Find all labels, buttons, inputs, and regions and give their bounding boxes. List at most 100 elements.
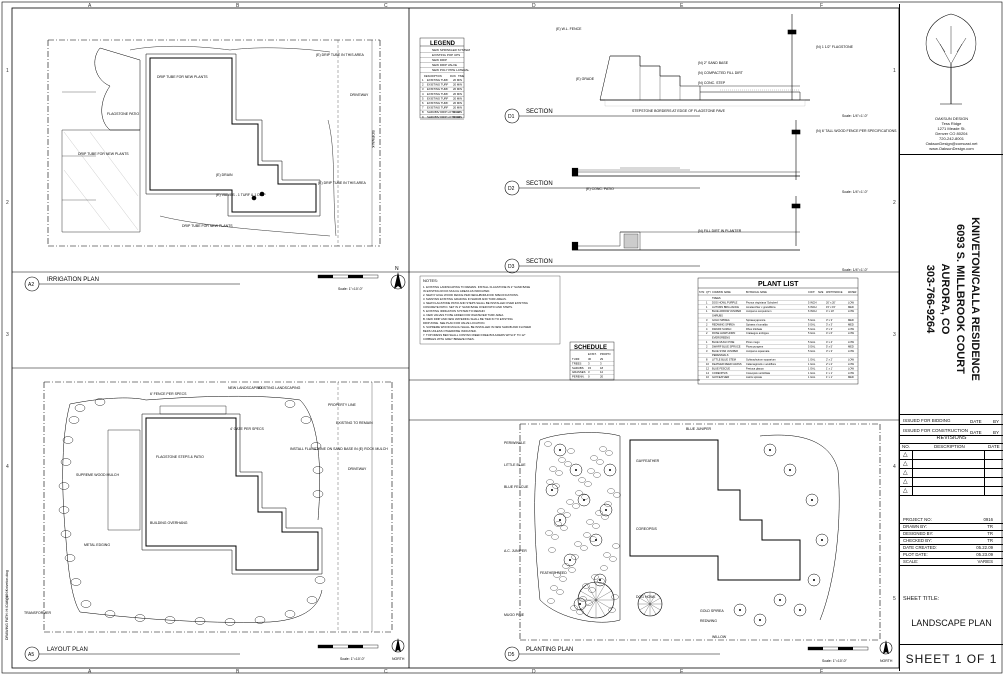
schedule-cell: 15	[588, 366, 592, 370]
firm-city: Denver CO 80204	[935, 131, 968, 136]
issued-bidding-by-label: BY	[993, 419, 1000, 424]
shrub-icon	[805, 493, 819, 507]
planting-label-mugo-pine: MUGO PINE	[504, 613, 525, 617]
legend-zone-time: 20 MIN	[453, 106, 462, 110]
rock-icon	[567, 448, 575, 454]
layout-callout-property-line: PROPERTY LINE	[328, 403, 357, 407]
tree-branch	[649, 597, 661, 605]
tree-logo-icon	[925, 13, 977, 105]
tree-branch	[595, 599, 606, 616]
planting-label-dog-howl: DOG HOWL	[636, 595, 655, 599]
plant-row-cell: ROSE HAWTHORN	[712, 331, 735, 335]
plant-row-cell: 5 GAL	[808, 344, 816, 348]
shrub-icon	[577, 493, 591, 507]
plant-row-cell: 5 GAL	[808, 318, 816, 322]
project-detail-row: SCALE:VARIES	[900, 558, 1003, 566]
rock-icon	[580, 545, 588, 551]
plant-row-cell: MED	[848, 375, 854, 379]
plant-row-cell: 12	[706, 366, 709, 370]
legend-header-cell: RUN	[450, 74, 456, 78]
rock-icon	[548, 547, 556, 553]
layout-callout-transformer: TRANSFORMER	[24, 611, 52, 615]
plant-row-cell: 20' x 20'	[826, 300, 836, 304]
layout-code: A5	[28, 652, 34, 658]
shrub-center-icon	[759, 619, 761, 621]
rev-col-date: DATE	[988, 444, 1000, 449]
boulders-layout	[58, 398, 326, 626]
legend-zone-number: 2	[422, 83, 424, 87]
plant-row-cell: LITTLE BLUE STEM	[712, 358, 736, 362]
project-detail-row: PROJECT NO:0916	[900, 516, 1003, 524]
schedule-cell: 0	[588, 375, 590, 379]
plant-row-cell: 10	[706, 375, 709, 379]
tree-branch	[639, 597, 651, 605]
project-detail-label: SCALE:	[903, 559, 919, 564]
shrub-center-icon	[609, 469, 611, 471]
boulder-icon	[300, 416, 312, 424]
notes-lines: 1. EXISTING LANDSCAPING TO REMAIN. INSTA…	[423, 285, 531, 341]
sheet-title: LANDSCAPE PLAN	[911, 618, 992, 628]
plant-row-cell: 3' x 3'	[826, 322, 833, 326]
firm-name: OAKSUN DESIGN	[934, 116, 969, 121]
notes-line: 1. EXISTING LANDSCAPING TO REMAIN. INSTA…	[423, 285, 530, 289]
plant-row-cell: BLUE STAR JUNIPER	[712, 349, 738, 353]
shrub-icon	[783, 463, 797, 477]
section3-code: D3	[508, 264, 515, 270]
legend-row-label: NEW DRIP VALVE	[432, 63, 457, 67]
grid-col-label-top: C	[384, 3, 388, 9]
rock-icon	[572, 503, 580, 509]
grid-col-label-bottom: A	[88, 669, 92, 675]
boulder-icon	[224, 618, 236, 626]
grid-row-label-right: 1	[893, 68, 896, 74]
rock-icon	[604, 501, 612, 507]
schedule-cell: TREES	[572, 361, 581, 365]
boulder-icon	[164, 616, 176, 624]
sheet-number: SHEET 1 OF 1	[905, 652, 998, 666]
grid-row-label-left: 4	[6, 464, 9, 470]
rock-icon	[609, 556, 617, 562]
irrigation-callout-7: (E) DRIP TUBE IN THIS AREA	[316, 53, 365, 57]
irrigation-scale: Scale: 1"=10'-0"	[338, 287, 364, 291]
issued-bidding-date-label: DATE	[970, 419, 982, 424]
rock-icon	[553, 572, 561, 578]
plant-row-cell: GOLD SPIREA	[712, 318, 730, 322]
planting-label-coreopsis: COREOPSIS	[636, 527, 657, 531]
project-detail-value: TR	[987, 524, 993, 529]
grid-col-label-top: B	[236, 3, 240, 9]
plant-row-cell: DOG HOWL PURPLE	[712, 300, 738, 304]
plant-row-cell: 5' x 5'	[826, 344, 833, 348]
boulder-icon	[194, 617, 206, 625]
plant-row-cell: LOW	[848, 331, 854, 335]
shrub-icon	[807, 573, 821, 587]
shrub-center-icon	[821, 539, 823, 541]
layout-north-label: NORTH	[392, 657, 405, 661]
boulder-icon	[312, 490, 324, 498]
rev-col-description: DESCRIPTION	[934, 444, 965, 449]
irrigation-callout-6: DRIP TUBE FOR NEW PLANTS	[182, 224, 233, 228]
plant-row-cell: 1	[706, 300, 708, 304]
plant-row-cell: REDWING SPIREA	[712, 322, 735, 326]
tree-branch	[639, 603, 651, 611]
legend-zone-description: EXISTING TURF	[427, 106, 449, 110]
scale-bar-planting	[807, 646, 869, 651]
plant-row-cell: 1 GAL	[808, 358, 816, 362]
plant-row-cell: Picea pungens	[746, 344, 764, 348]
rock-icon	[558, 457, 566, 463]
plant-row-cell: LOW	[848, 300, 854, 304]
rock-icon	[574, 541, 582, 547]
plant-row-cell: LOW	[848, 349, 854, 353]
irrigation-plan	[47, 39, 381, 247]
issued-construction-date-label: DATE	[970, 430, 982, 435]
legend-zone-description: EXISTING TURF	[427, 83, 449, 87]
section-callout-sand: (N) 2" SAND BASE	[698, 61, 729, 65]
boulder-icon	[74, 404, 86, 412]
grid-row-label-left: 3	[6, 332, 9, 338]
plant-list-table	[697, 277, 859, 385]
plant-row-cell: MED	[848, 305, 854, 309]
schedule-table	[569, 341, 615, 381]
boulder-icon	[60, 458, 72, 466]
rock-icon	[605, 450, 613, 456]
